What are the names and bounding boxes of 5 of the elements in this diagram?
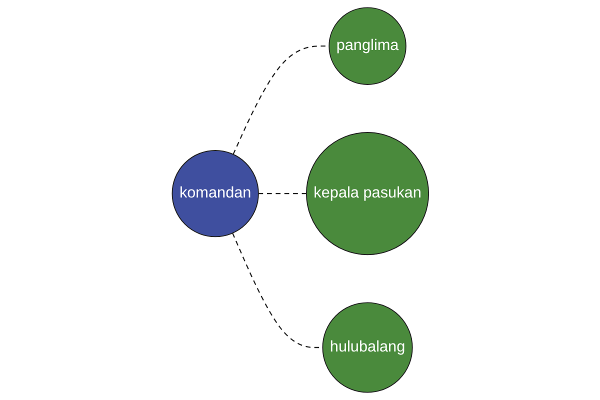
node-circle: kepala pasukan (306, 132, 429, 256)
connector (258, 193, 306, 194)
node-circle: panglima (328, 7, 406, 85)
node-circle: komandan (171, 150, 258, 238)
node-circle: hulubalang (322, 302, 412, 393)
